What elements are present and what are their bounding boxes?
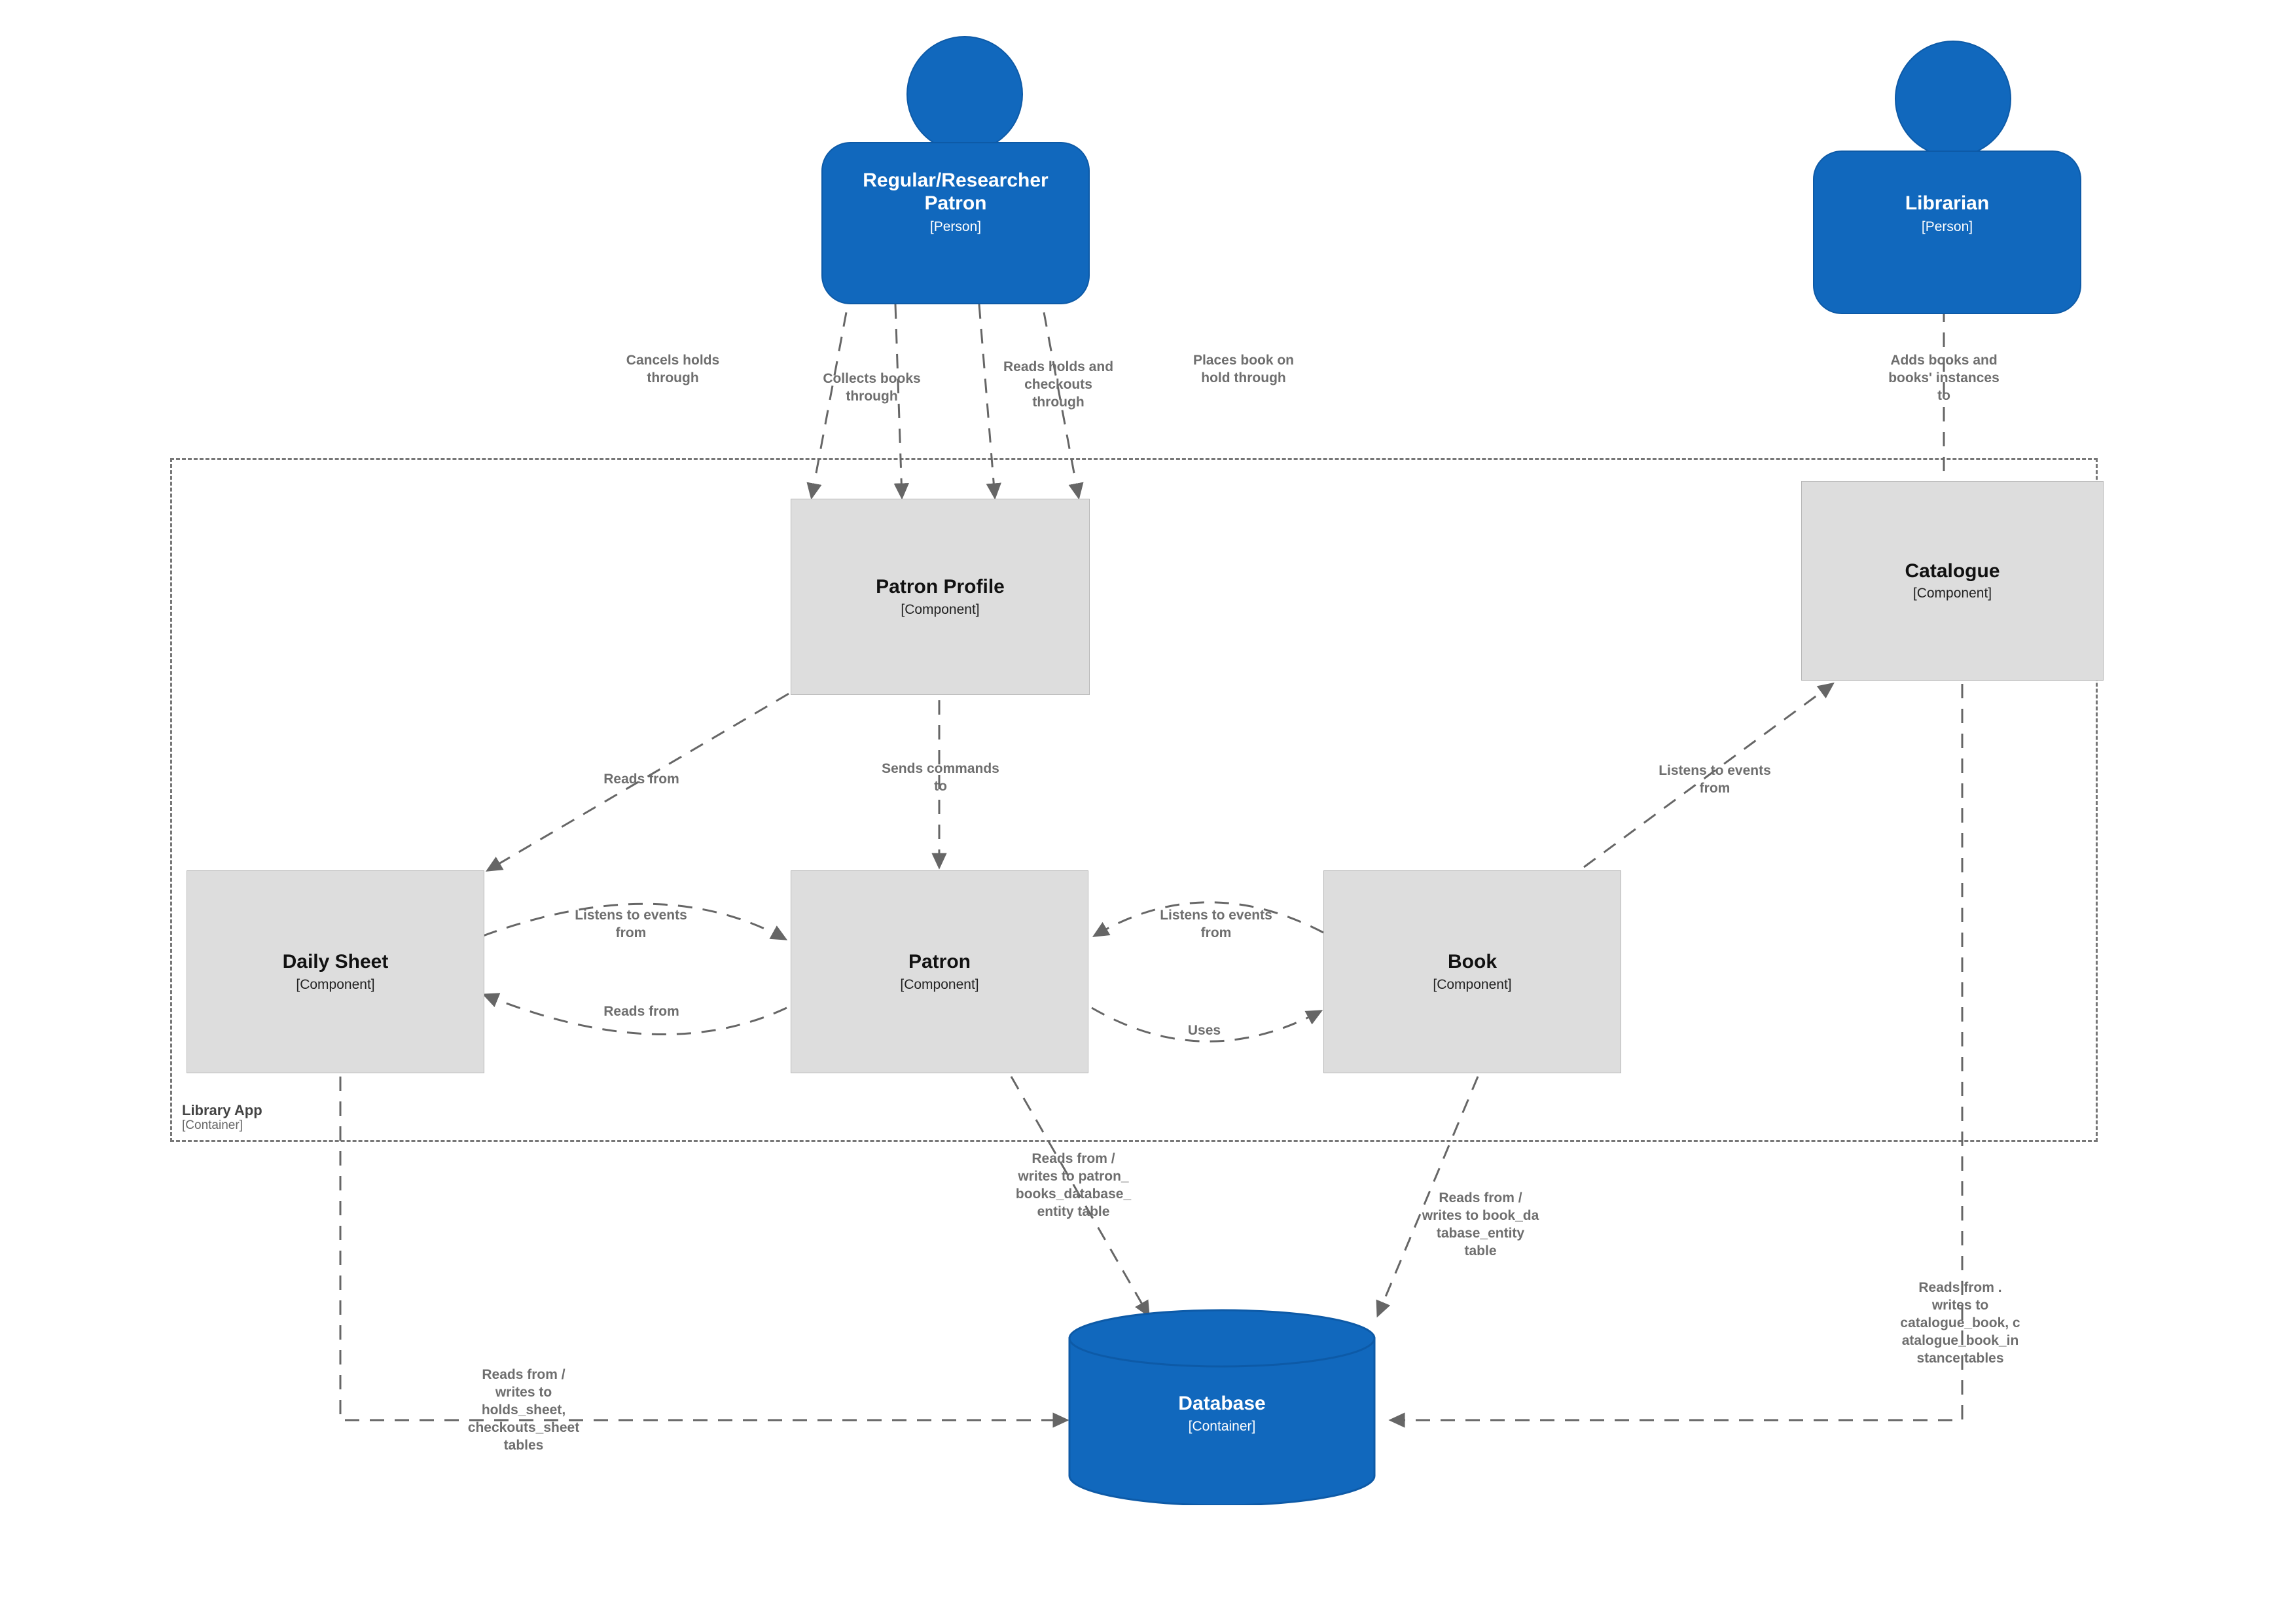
edge-label-cancels-holds: Cancels holds through — [626, 353, 720, 385]
component-name: Patron — [908, 951, 971, 973]
edge-label-dailysheet-database: Reads from / writes to holds_sheet, chec… — [467, 1367, 580, 1453]
edge-label-uses: Uses — [1187, 1023, 1221, 1038]
edge-label-book-listens: Listens to events from — [1160, 908, 1272, 940]
person-name: Librarian — [1905, 192, 1990, 214]
component-type: [Component] — [296, 976, 375, 992]
person-body: Librarian [Person] — [1813, 151, 2081, 314]
edge-label-reads-holds-checkouts: Reads holds and checkouts through — [1003, 359, 1114, 410]
edge-label-sends-commands-to: Sends commands to — [882, 761, 999, 794]
edge-label-patron-reads-from: Reads from — [603, 1004, 679, 1019]
edge-label-profile-reads-from: Reads from — [603, 772, 679, 787]
component-name: Book — [1448, 951, 1497, 973]
container-database[interactable]: Database [Container] — [1068, 1309, 1376, 1505]
edge-label-patron-database: Reads from / writes to patron_ books_dat… — [1015, 1151, 1132, 1219]
boundary-title: Library App — [182, 1102, 262, 1118]
component-book[interactable]: Book [Component] — [1323, 870, 1621, 1073]
edge-label-adds-books: Adds books and books' instances to — [1888, 353, 2000, 403]
edge-label-book-database: Reads from / writes to book_da tabase_en… — [1422, 1190, 1539, 1258]
person-librarian[interactable]: Librarian [Person] — [1813, 41, 2081, 314]
database-label: Database [Container] — [1068, 1393, 1376, 1435]
boundary-subtitle: [Container] — [182, 1118, 243, 1133]
component-type: [Component] — [900, 976, 979, 992]
library-app-boundary-label: Library App [Container] — [178, 1101, 266, 1133]
database-cylinder-icon — [1068, 1309, 1376, 1505]
person-head-icon — [906, 36, 1023, 152]
component-name: Daily Sheet — [282, 951, 389, 973]
person-type: [Person] — [929, 219, 982, 234]
component-type: [Component] — [1433, 976, 1512, 992]
component-patron[interactable]: Patron [Component] — [791, 870, 1088, 1073]
component-catalogue[interactable]: Catalogue [Component] — [1801, 481, 2104, 681]
component-type: [Component] — [1912, 586, 1992, 601]
person-body: Regular/Researcher Patron [Person] — [821, 142, 1090, 304]
edge-label-catalogue-database: Reads from . writes to catalogue_book, c… — [1900, 1280, 2020, 1366]
edge-label-collects-books: Collects books through — [823, 371, 921, 404]
database-type: [Container] — [1188, 1418, 1256, 1434]
edge-label-dailysheet-listens: Listens to events from — [575, 908, 687, 940]
edge-label-catalogue-listens: Listens to events from — [1659, 763, 1771, 796]
person-name: Regular/Researcher Patron — [863, 169, 1049, 214]
person-type: [Person] — [1921, 219, 1973, 234]
person-head-icon — [1895, 41, 2011, 157]
edge-label-places-book-on-hold: Places book on hold through — [1193, 353, 1295, 385]
component-daily-sheet[interactable]: Daily Sheet [Component] — [187, 870, 484, 1073]
component-name: Patron Profile — [876, 576, 1005, 598]
component-name: Catalogue — [1905, 560, 2000, 582]
database-name: Database — [1178, 1393, 1266, 1414]
person-regular-researcher-patron[interactable]: Regular/Researcher Patron [Person] — [821, 36, 1090, 304]
component-patron-profile[interactable]: Patron Profile [Component] — [791, 499, 1090, 695]
component-type: [Component] — [901, 601, 980, 617]
